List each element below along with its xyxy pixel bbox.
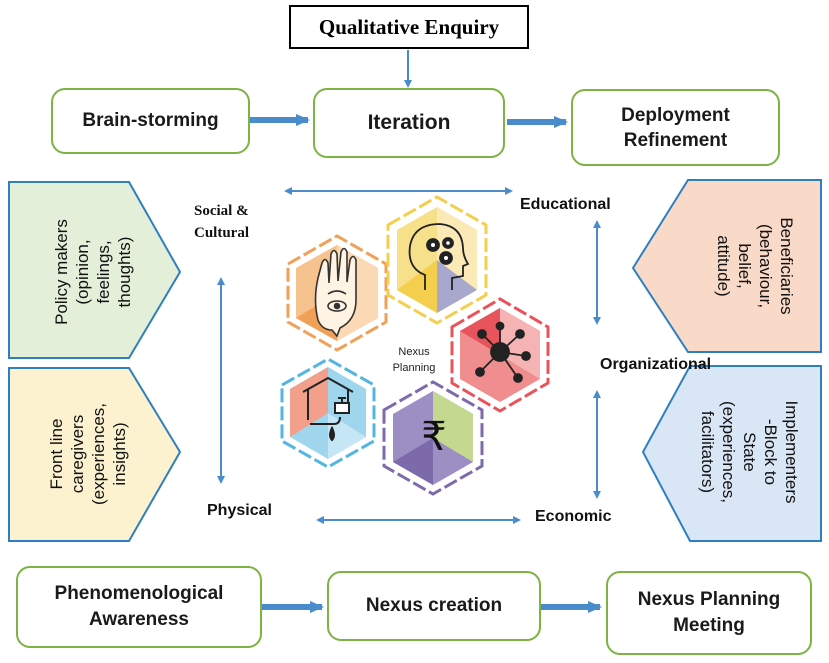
frontline-caregivers-panel — [8, 367, 182, 542]
phenomenological-label: Phenomenological — [54, 583, 224, 604]
hex-educational — [386, 195, 488, 325]
implementers-line-1: Implementers — [782, 400, 801, 504]
hex-economic — [382, 380, 484, 496]
policy-line-1: Policy makers — [52, 219, 71, 325]
beneficiaries-panel — [631, 179, 822, 353]
beneficiaries-line-1: Beneficiaries — [777, 217, 796, 315]
refinement-label: Refinement — [623, 129, 728, 151]
house-water-tap-icon — [302, 376, 354, 442]
head-gears-icon — [408, 223, 470, 290]
social-cultural-label: Social & Cultural — [194, 200, 249, 244]
nexus-planning-label: Nexus Planning — [637, 589, 781, 610]
implementers-line-3: State — [740, 432, 759, 472]
policy-line-3: feelings, — [94, 240, 113, 304]
cultural-label-line: Cultural — [194, 225, 250, 241]
implementers-line-5: facilitators) — [698, 410, 717, 494]
awareness-label: Awareness — [89, 609, 189, 630]
frontline-line-3: (experiences, — [89, 402, 108, 506]
policy-line-4: thoughts) — [115, 236, 134, 308]
nexus-planning-center-label: Nexus Planning — [384, 344, 444, 376]
policy-makers-panel — [8, 181, 182, 359]
beneficiaries-line-3: belief, — [735, 243, 754, 289]
network-node-icon — [475, 321, 531, 383]
physical-label: Physical — [207, 502, 272, 519]
economic-label: Economic — [535, 508, 612, 525]
frontline-line-4: insights) — [110, 422, 129, 486]
hamsa-hand-icon — [314, 247, 357, 338]
iteration-label: Iteration — [367, 111, 451, 134]
hex-physical — [280, 357, 376, 469]
deployment-label: Deployment — [621, 104, 730, 126]
frontline-caregivers-text: Front line caregivers (experiences, insi… — [46, 374, 134, 534]
deployment-refinement-box: Deployment Refinement — [571, 89, 780, 166]
policy-line-2: (opinion, — [73, 239, 92, 305]
educational-label: Educational — [520, 196, 611, 213]
qualitative-enquiry-title: Qualitative Enquiry — [289, 5, 529, 49]
beneficiaries-text: Beneficiaries (behaviour, belief, attitu… — [709, 191, 797, 341]
rupee-icon: ₹ — [421, 414, 447, 460]
brainstorming-box: Brain-storming — [51, 88, 250, 154]
frontline-line-1: Front line — [47, 418, 66, 490]
implementers-line-4: (experiences, — [719, 400, 738, 504]
frontline-line-2: caregivers — [68, 414, 87, 494]
beneficiaries-line-4: attitude) — [714, 235, 733, 297]
meeting-label: Meeting — [673, 615, 745, 636]
brainstorming-label: Brain-storming — [82, 110, 219, 131]
implementers-text: Implementers -Block to State (experience… — [694, 372, 802, 532]
iteration-box: Iteration — [313, 88, 505, 158]
center-line-1: Nexus — [398, 346, 430, 358]
nexus-planning-meeting-box: Nexus Planning Meeting — [606, 571, 812, 655]
nexus-creation-label: Nexus creation — [365, 595, 503, 616]
phenomenological-awareness-box: Phenomenological Awareness — [16, 566, 262, 648]
social-label-line: Social & — [194, 203, 249, 219]
center-line-2: Planning — [392, 362, 436, 374]
policy-makers-text: Policy makers (opinion, feelings, though… — [51, 197, 139, 347]
organizational-label: Organizational — [600, 356, 712, 373]
nexus-creation-box: Nexus creation — [327, 571, 541, 641]
implementers-line-2: -Block to — [761, 418, 780, 486]
implementers-panel — [641, 365, 822, 542]
beneficiaries-line-2: (behaviour, — [756, 223, 775, 309]
